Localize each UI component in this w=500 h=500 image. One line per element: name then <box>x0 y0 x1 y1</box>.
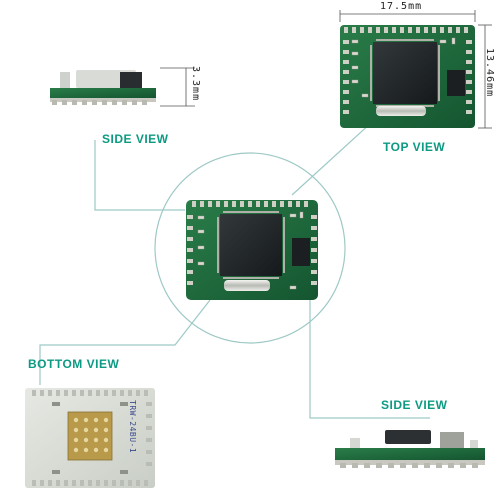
height-dimension-lines <box>478 24 492 129</box>
width-dimension-lines <box>339 10 476 22</box>
thickness-dimension-lines <box>160 67 195 107</box>
height-dimension-label: 13.46mm <box>484 48 495 98</box>
side-view-callout-line <box>94 140 185 211</box>
top-view-board <box>340 25 475 128</box>
thickness-dimension-label: 3.3mm <box>190 66 201 102</box>
side-view-lower-callout-line <box>309 300 430 419</box>
center-board <box>186 200 318 300</box>
bottom-board-marking: TRW-24BU-1 <box>128 400 137 453</box>
width-dimension-label: 17.5mm <box>380 1 423 12</box>
side-view-lower-label: SIDE VIEW <box>381 398 448 412</box>
side-view-board-bottom <box>335 430 485 468</box>
side-view-label: SIDE VIEW <box>102 132 169 146</box>
bottom-view-callout-line <box>39 299 211 385</box>
bottom-view-board: TRW-24BU-1 <box>25 388 155 488</box>
focus-circle <box>154 152 346 344</box>
top-view-callout-line <box>291 121 373 196</box>
side-view-board-top <box>50 70 156 105</box>
bottom-view-label: BOTTOM VIEW <box>28 357 120 371</box>
top-view-label: TOP VIEW <box>383 140 446 154</box>
